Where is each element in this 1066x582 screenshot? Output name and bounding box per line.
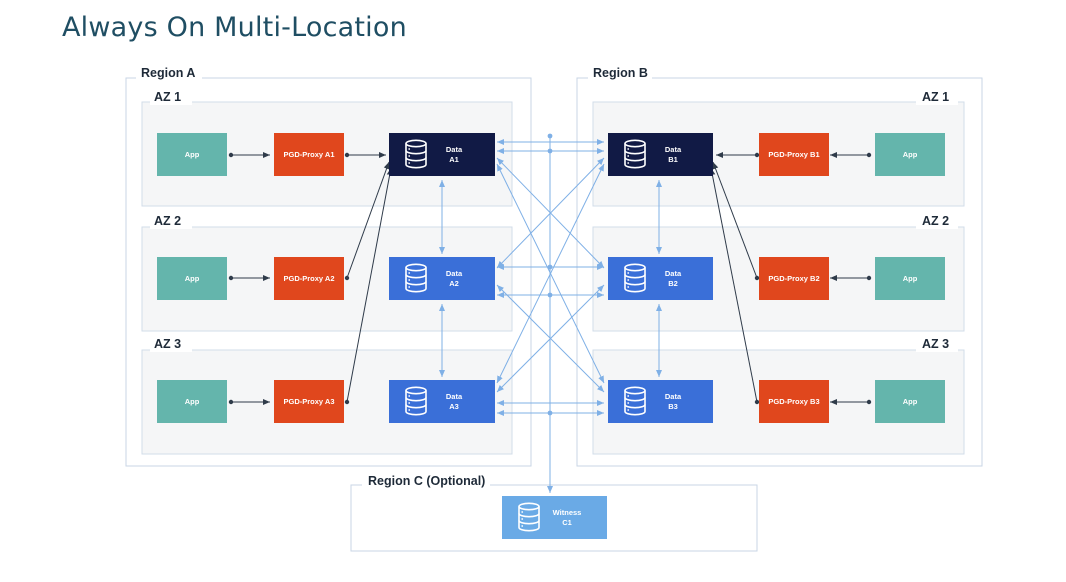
app-a2-label: App [185,274,200,283]
data-b3: Data B3 [608,380,713,423]
region-b-label: Region B [593,66,648,80]
proxy-b1-label: PGD-Proxy B1 [768,150,819,159]
az-a1-label: AZ 1 [154,90,181,104]
app-b2: App [875,257,945,300]
app-b3-label: App [903,397,918,406]
app-b3: App [875,380,945,423]
app-a1-label: App [185,150,200,159]
data-b1-id: B1 [668,155,678,164]
data-a1-id: A1 [449,155,459,164]
proxy-a2: PGD-Proxy A2 [274,257,344,300]
data-b2-name: Data [665,269,682,278]
witness-c1: Witness C1 [502,496,607,539]
app-a1: App [157,133,227,176]
proxy-a2-label: PGD-Proxy A2 [284,274,335,283]
page-title: Always On Multi-Location [62,12,407,43]
witness-c1-id: C1 [562,518,572,527]
proxy-a1-label: PGD-Proxy A1 [284,150,335,159]
app-a2: App [157,257,227,300]
app-b1: App [875,133,945,176]
region-a-label: Region A [141,66,195,80]
proxy-a3: PGD-Proxy A3 [274,380,344,423]
data-b2-id: B2 [668,279,678,288]
data-b1: Data B1 [608,133,713,176]
az-b3-label: AZ 3 [922,337,949,351]
az-b1-label: AZ 1 [922,90,949,104]
data-b1-name: Data [665,145,682,154]
data-a2: Data A2 [389,257,495,300]
proxy-b3: PGD-Proxy B3 [759,380,829,423]
app-b1-label: App [903,150,918,159]
proxy-b3-label: PGD-Proxy B3 [768,397,819,406]
proxy-b1: PGD-Proxy B1 [759,133,829,176]
az-b2-label: AZ 2 [922,214,949,228]
data-a1-name: Data [446,145,463,154]
app-b2-label: App [903,274,918,283]
proxy-a3-label: PGD-Proxy A3 [284,397,335,406]
az-a3-label: AZ 3 [154,337,181,351]
data-b2: Data B2 [608,257,713,300]
data-a2-name: Data [446,269,463,278]
data-a3-name: Data [446,392,463,401]
region-c-label: Region C (Optional) [368,474,485,488]
data-a3: Data A3 [389,380,495,423]
data-b3-id: B3 [668,402,678,411]
data-a2-id: A2 [449,279,459,288]
data-a1: Data A1 [389,133,495,176]
proxy-b2: PGD-Proxy B2 [759,257,829,300]
client-links [228,152,872,405]
data-a3-id: A3 [449,402,459,411]
data-b3-name: Data [665,392,682,401]
app-a3-label: App [185,397,200,406]
proxy-b2-label: PGD-Proxy B2 [768,274,819,283]
az-a2-label: AZ 2 [154,214,181,228]
app-a3: App [157,380,227,423]
witness-c1-name: Witness [553,508,582,517]
replication-links [439,133,662,493]
proxy-a1: PGD-Proxy A1 [274,133,344,176]
